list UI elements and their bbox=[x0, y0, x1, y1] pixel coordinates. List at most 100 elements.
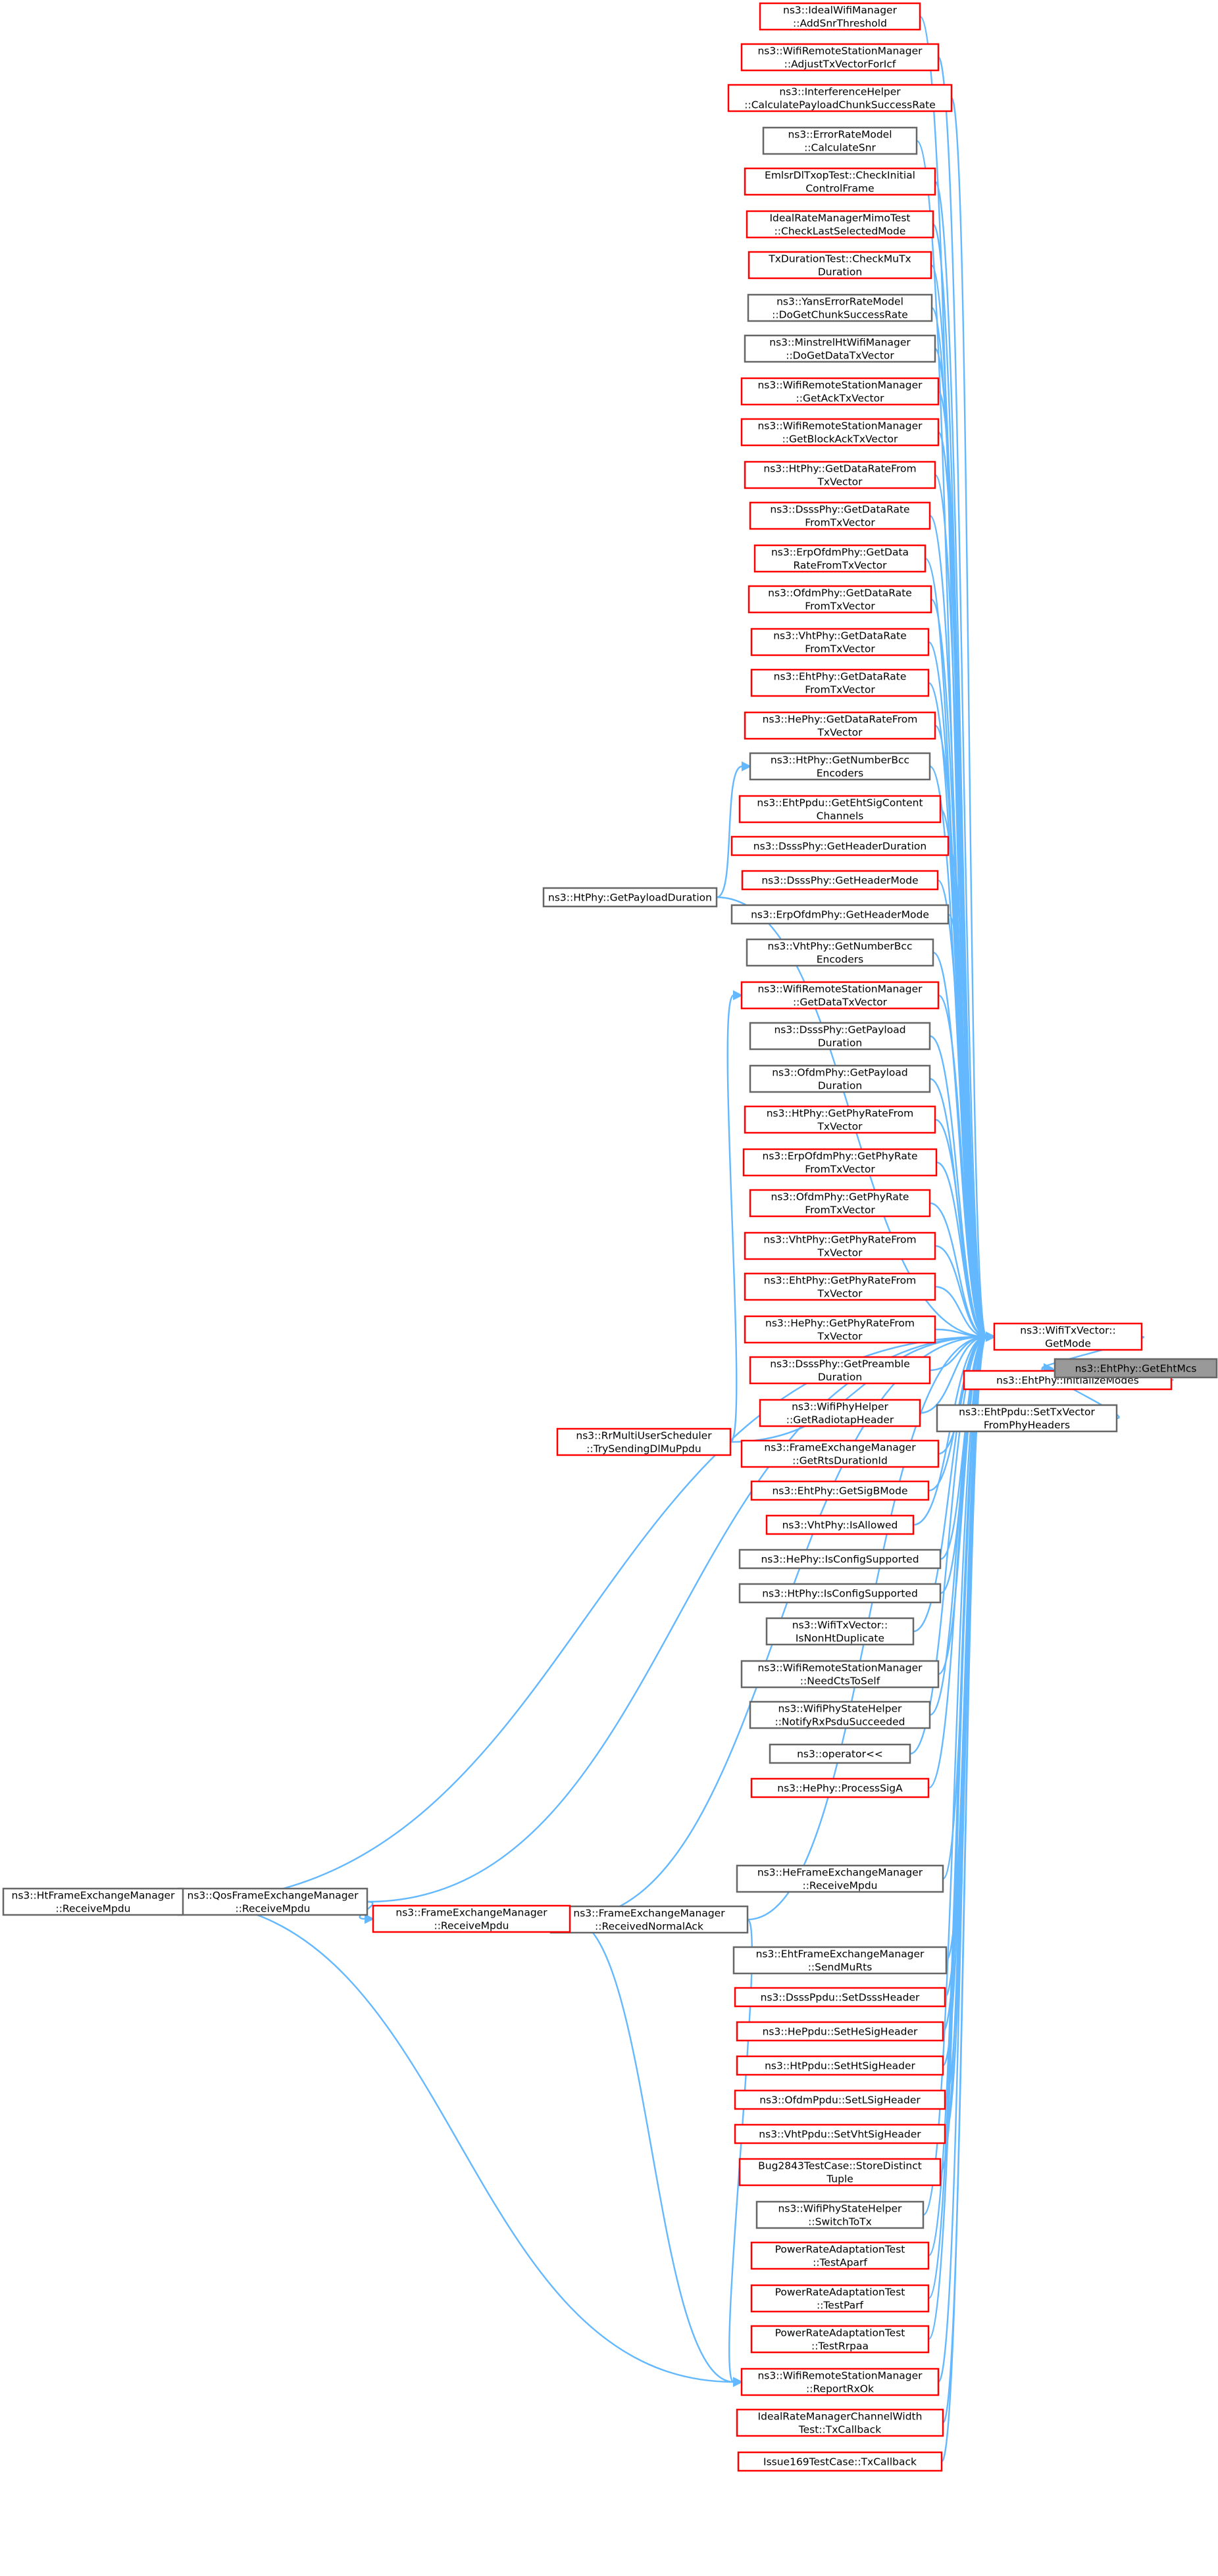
node-GetMode[interactable]: ns3::WifiTxVector::GetMode bbox=[993, 1322, 1143, 1351]
node-ErpHdrMode[interactable]: ns3::ErpOfdmPhy::GetHeaderMode bbox=[730, 904, 950, 925]
node-NotifyRx[interactable]: ns3::WifiPhyStateHelper::NotifyRxPsduSuc… bbox=[749, 1700, 931, 1729]
node-DsssHdrMode[interactable]: ns3::DsssPhy::GetHeaderMode bbox=[741, 870, 939, 891]
node-box bbox=[372, 1904, 571, 1933]
node-Issue169[interactable]: Issue169TestCase::TxCallback bbox=[737, 2451, 943, 2472]
node-VhtIsAllowed[interactable]: ns3::VhtPhy::IsAllowed bbox=[765, 1514, 915, 1535]
node-label: ns3::FrameExchangeManager bbox=[395, 1907, 547, 1919]
node-box bbox=[749, 1700, 931, 1729]
node-DsssPayDur[interactable]: ns3::DsssPhy::GetPayloadDuration bbox=[749, 1022, 931, 1051]
node-ProcessSigA[interactable]: ns3::HePhy::ProcessSigA bbox=[750, 1777, 930, 1798]
node-EmlsrCheck[interactable]: EmlsrDlTxopTest::CheckInitialControlFram… bbox=[744, 167, 936, 196]
node-SwitchToTx[interactable]: ns3::WifiPhyStateHelper::SwitchToTx bbox=[755, 2200, 925, 2229]
node-MinstrelData[interactable]: ns3::MinstrelHtWifiManager::DoGetDataTxV… bbox=[744, 334, 936, 363]
node-TestRrpaa[interactable]: PowerRateAdaptationTest::TestRrpaa bbox=[750, 2325, 930, 2354]
node-box bbox=[744, 334, 936, 363]
node-DsssHdrDur[interactable]: ns3::DsssPhy::GetHeaderDuration bbox=[730, 835, 950, 856]
node-label: PowerRateAdaptationTest bbox=[775, 2327, 905, 2339]
node-label: ns3::EhtFrameExchangeManager bbox=[756, 1948, 925, 1960]
node-SigBMode[interactable]: ns3::EhtPhy::GetSigBMode bbox=[750, 1480, 930, 1501]
node-CalcPayload[interactable]: ns3::InterferenceHelper::CalculatePayloa… bbox=[727, 84, 953, 112]
node-label: ns3::DsssPhy::GetPreamble bbox=[770, 1358, 910, 1370]
node-label: ns3::VhtPhy::IsAllowed bbox=[782, 1520, 898, 1531]
node-label: ns3::HePhy::IsConfigSupported bbox=[761, 1554, 919, 1566]
node-OpLshift[interactable]: ns3::operator<< bbox=[769, 1743, 911, 1764]
node-box bbox=[549, 1905, 749, 1934]
node-label: FromTxVector bbox=[805, 517, 875, 529]
node-GetBlockAck[interactable]: ns3::WifiRemoteStationManager::GetBlockA… bbox=[740, 418, 940, 447]
node-IdealMimo[interactable]: IdealRateManagerMimoTest::CheckLastSelec… bbox=[746, 210, 934, 239]
node-IdealChWidth[interactable]: IdealRateManagerChannelWidthTest::TxCall… bbox=[736, 2408, 944, 2437]
node-label: ns3::VhtPhy::GetNumberBcc bbox=[768, 941, 913, 953]
node-SetLSig[interactable]: ns3::OfdmPpdu::SetLSigHeader bbox=[734, 2089, 946, 2110]
node-NeedCts[interactable]: ns3::WifiRemoteStationManager::NeedCtsTo… bbox=[740, 1660, 940, 1689]
node-label: ns3::HePhy::GetDataRateFrom bbox=[763, 714, 918, 726]
node-label: ns3::DsssPhy::GetDataRate bbox=[770, 504, 909, 516]
node-label: TxDurationTest::CheckMuTx bbox=[768, 253, 911, 265]
node-GetAckTx[interactable]: ns3::WifiRemoteStationManager::GetAckTxV… bbox=[740, 377, 940, 406]
node-HeConfig[interactable]: ns3::HePhy::IsConfigSupported bbox=[738, 1548, 942, 1570]
node-SetHeSig[interactable]: ns3::HePpdu::SetHeSigHeader bbox=[736, 2021, 944, 2042]
node-label: ns3::InterferenceHelper bbox=[779, 86, 901, 98]
node-ReportRxOk[interactable]: ns3::WifiRemoteStationManager::ReportRxO… bbox=[740, 2367, 940, 2396]
node-QosRecv[interactable]: ns3::QosFrameExchangeManager::ReceiveMpd… bbox=[177, 1887, 368, 1916]
node-GetEhtMcs[interactable]: ns3::EhtPhy::GetEhtMcs bbox=[1053, 1358, 1218, 1379]
node-SetVhtSig[interactable]: ns3::VhtPpdu::SetVhtSigHeader bbox=[734, 2123, 946, 2144]
node-HtPayDur[interactable]: ns3::HtPhy::GetPayloadDuration bbox=[542, 887, 718, 908]
node-OfdmPayDur[interactable]: ns3::OfdmPhy::GetPayloadDuration bbox=[749, 1064, 931, 1093]
edge-HtPayDur-to-HtNumBcc bbox=[716, 761, 752, 899]
node-HtConfig[interactable]: ns3::HtPhy::IsConfigSupported bbox=[738, 1583, 942, 1604]
node-box bbox=[740, 43, 940, 72]
node-label: ns3::FrameExchangeManager bbox=[764, 1442, 916, 1454]
node-FemRecv[interactable]: ns3::FrameExchangeManager::ReceiveMpdu bbox=[372, 1904, 571, 1933]
node-label: ns3::YansErrorRateModel bbox=[776, 296, 903, 308]
node-label: IdealRateManagerChannelWidth bbox=[758, 2411, 923, 2423]
node-box bbox=[759, 2, 921, 31]
node-RtsDurId[interactable]: ns3::FrameExchangeManager::GetRtsDuratio… bbox=[740, 1439, 940, 1468]
node-YansChunk[interactable]: ns3::YansErrorRateModel::DoGetChunkSucce… bbox=[747, 293, 933, 322]
node-label: ::NotifyRxPsduSucceeded bbox=[774, 1716, 905, 1728]
node-RecvNormalAck[interactable]: ns3::FrameExchangeManager::ReceivedNorma… bbox=[549, 1905, 749, 1934]
node-AdjustTx[interactable]: ns3::WifiRemoteStationManager::AdjustTxV… bbox=[740, 43, 940, 72]
node-IdealAddSnr[interactable]: ns3::IdealWifiManager::AddSnrThreshold bbox=[759, 2, 921, 31]
node-GetDataTx[interactable]: ns3::WifiRemoteStationManager::GetDataTx… bbox=[740, 981, 940, 1010]
node-label: Encoders bbox=[817, 954, 863, 966]
node-label: FromTxVector bbox=[805, 1164, 875, 1176]
node-HeRecvMpdu[interactable]: ns3::HeFrameExchangeManager::ReceiveMpdu bbox=[736, 1864, 944, 1893]
node-TestParf[interactable]: PowerRateAdaptationTest::TestParf bbox=[750, 2284, 930, 2313]
node-label: ::TestParf bbox=[817, 2300, 863, 2312]
node-box bbox=[749, 501, 931, 530]
node-Radiotap[interactable]: ns3::WifiPhyHelper::GetRadiotapHeader bbox=[759, 1399, 921, 1427]
node-EhtSendMu[interactable]: ns3::EhtFrameExchangeManager::SendMuRts bbox=[732, 1946, 948, 1975]
node-label: ns3::HtPhy::GetNumberBcc bbox=[771, 755, 909, 766]
node-HtFemRecv[interactable]: ns3::HtFrameExchangeManager::ReceiveMpdu bbox=[2, 1887, 184, 1916]
node-RrMulti[interactable]: ns3::RrMultiUserScheduler::TrySendingDlM… bbox=[556, 1427, 732, 1456]
node-ErrCalcSnr[interactable]: ns3::ErrorRateModel::CalculateSnr bbox=[762, 126, 918, 155]
node-SetHtSig[interactable]: ns3::HtPpdu::SetHtSigHeader bbox=[736, 2055, 944, 2076]
node-TestAparf[interactable]: PowerRateAdaptationTest::TestAparf bbox=[750, 2241, 930, 2270]
node-box bbox=[736, 1864, 944, 1893]
node-label: ns3::EhtPhy::GetDataRate bbox=[774, 671, 907, 683]
node-NonHtDup[interactable]: ns3::WifiTxVector::IsNonHtDuplicate bbox=[765, 1617, 915, 1646]
node-label: ns3::WifiRemoteStationManager bbox=[757, 45, 923, 57]
node-SetDsss[interactable]: ns3::DsssPpdu::SetDsssHeader bbox=[734, 1987, 946, 2008]
